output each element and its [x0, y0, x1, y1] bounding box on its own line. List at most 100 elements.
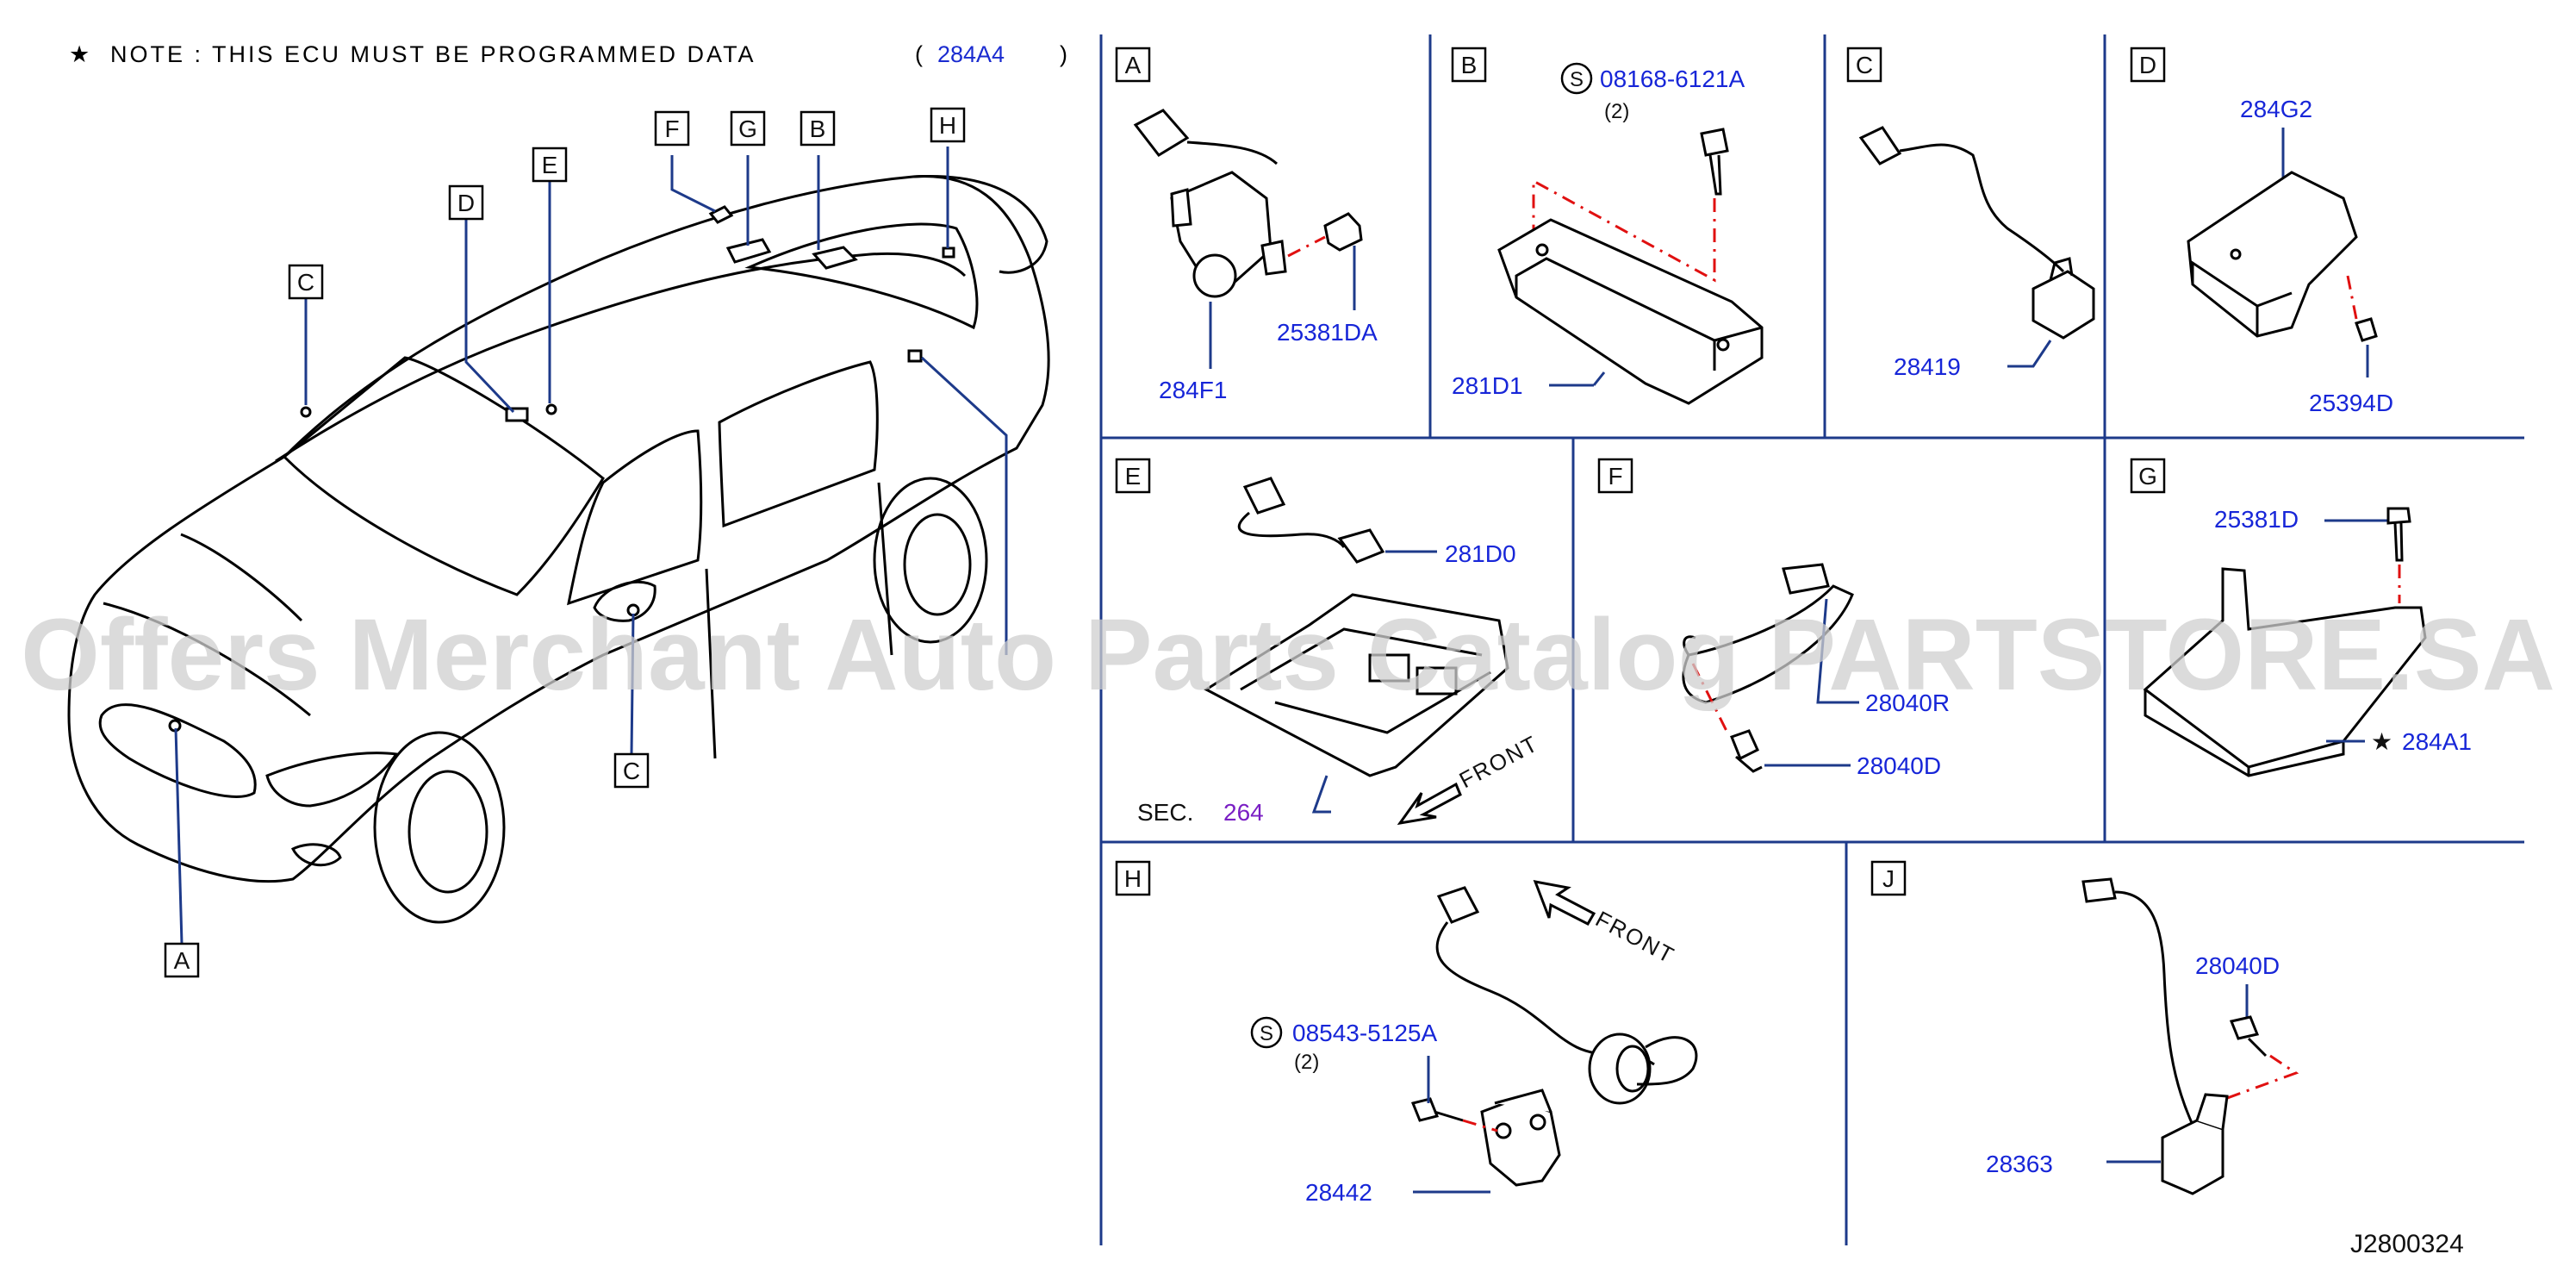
camera-a-harness [1186, 140, 1279, 165]
car-door-line [705, 482, 893, 759]
car-fog-light [290, 843, 342, 867]
car-roof-line [275, 252, 967, 463]
part-28040d-j[interactable]: 28040D [2195, 952, 2280, 979]
panel-b-label-box [1451, 47, 1487, 83]
car-mirror [593, 580, 656, 622]
camera-a-body [1170, 171, 1272, 286]
panel-f-label-box [1597, 458, 1633, 494]
watermark: Offers Merchant Auto Parts Catalog PARTS… [21, 598, 2555, 712]
panel-a: A 284F1 25381DA [1115, 47, 1378, 403]
panel-h: H S 08543-5125A (2) 28442 FRONT [1115, 860, 1698, 1206]
car-rear-window [744, 222, 979, 330]
sec-264-link[interactable]: 264 [1223, 799, 1264, 826]
sec-label: SEC. [1137, 799, 1193, 826]
sensor-j-plug [2081, 877, 2117, 903]
note-text: NOTE : THIS ECU MUST BE PROGRAMMED DATA [110, 41, 756, 67]
camera-a-plug [1133, 109, 1190, 157]
panel-grid [1099, 34, 2524, 1245]
callout-h[interactable]: H [939, 112, 956, 139]
car-windshield [282, 356, 605, 596]
callout-c-bottom[interactable]: C [623, 758, 640, 784]
sensor-pillar [300, 406, 312, 418]
callout-d[interactable]: D [457, 190, 475, 216]
front-arrow-h [1533, 880, 1596, 926]
s-mark-b-circle [1560, 62, 1593, 95]
car-side-window-rear [718, 360, 879, 528]
bracket-28040r [1682, 584, 1854, 704]
bolt-25381da [1323, 212, 1363, 252]
car-rear-wheel [873, 477, 988, 644]
part-284f1[interactable]: 284F1 [1159, 377, 1227, 403]
callout-c-top[interactable]: C [297, 269, 314, 296]
car-headlight [265, 752, 399, 808]
part-284a1[interactable]: 284A1 [2402, 728, 2472, 755]
panel-g-label: G [2138, 463, 2157, 490]
part-25394d[interactable]: 25394D [2309, 390, 2393, 416]
callout-a[interactable]: A [174, 947, 190, 974]
part-281d1[interactable]: 281D1 [1452, 372, 1523, 399]
panel-f-label: F [1608, 463, 1622, 490]
part-08543-5125a[interactable]: 08543-5125A [1292, 1020, 1437, 1046]
car-grille [98, 703, 257, 798]
part-28040d-f[interactable]: 28040D [1857, 752, 1941, 779]
note-close-paren: ) [1060, 41, 1070, 67]
sensor-c-plug [1858, 126, 1902, 165]
note-part-number[interactable]: 284A4 [937, 41, 1005, 67]
plug-f [1782, 563, 1830, 595]
panel-d-label-box [2130, 47, 2166, 83]
panel-j: J 28040D 28363 [1870, 860, 2299, 1195]
bolt-08543 [1410, 1097, 1464, 1122]
callout-box-g [730, 110, 766, 147]
sensor-roof-b [812, 246, 858, 270]
car-callouts: A B C C D E F G H [164, 107, 966, 978]
callout-box-b [800, 110, 836, 147]
s-mark-b: S [1570, 68, 1584, 91]
panel-c-label-box [1846, 47, 1882, 83]
panel-d-label: D [2139, 52, 2156, 78]
sensor-c-harness [1899, 143, 2065, 273]
note-star: ★ [69, 41, 92, 67]
sensor-rear-j [907, 349, 923, 363]
panel-b: B S 08168-6121A (2) 281D1 [1451, 47, 1764, 405]
panel-j-label: J [1882, 865, 1895, 892]
sensor-roof-f [708, 205, 734, 224]
car-body-outline [67, 175, 1050, 883]
bolt-25381d [2386, 507, 2411, 562]
mic-281d0 [1337, 528, 1385, 564]
camera-a-bracket [1170, 188, 1287, 276]
callout-g[interactable]: G [738, 115, 757, 142]
panel-d: D 284G2 25394D [2130, 47, 2393, 416]
car-illustration [67, 174, 1050, 924]
part-25381da[interactable]: 25381DA [1277, 319, 1378, 346]
callout-f[interactable]: F [664, 115, 679, 142]
part-28419[interactable]: 28419 [1894, 353, 1961, 380]
callout-b[interactable]: B [810, 115, 826, 142]
callout-box-c-bottom [613, 752, 650, 789]
camera-28442 [1480, 1097, 1561, 1187]
camera-h-plug [1436, 886, 1480, 924]
part-281d0[interactable]: 281D0 [1445, 540, 1516, 567]
s-mark-h: S [1260, 1022, 1273, 1045]
module-281d1 [1497, 218, 1764, 405]
car-trunk-spoiler [912, 174, 1048, 274]
bolt-28040d-j [2229, 1015, 2268, 1058]
ecu-note: ★ NOTE : THIS ECU MUST BE PROGRAMMED DAT… [69, 41, 1070, 67]
sensor-28363 [2161, 1119, 2224, 1195]
part-28040r[interactable]: 28040R [1865, 689, 1950, 716]
callout-e[interactable]: E [542, 152, 558, 178]
part-284g2[interactable]: 284G2 [2240, 96, 2312, 122]
part-28363[interactable]: 28363 [1986, 1151, 2053, 1177]
bolt-qty-b: (2) [1604, 100, 1629, 123]
panel-g-label-box [2130, 458, 2166, 494]
panel-a-label-box [1115, 47, 1151, 83]
part-25381d[interactable]: 25381D [2214, 506, 2299, 533]
panel-a-label: A [1125, 52, 1142, 78]
bolt-08168 [1700, 128, 1729, 196]
tray-284a1 [2143, 567, 2427, 769]
panel-e-label-box [1115, 458, 1151, 494]
car-callout-lines [174, 147, 1008, 945]
part-28442[interactable]: 28442 [1305, 1179, 1372, 1206]
part-08168-6121a[interactable]: 08168-6121A [1600, 66, 1745, 92]
front-label-e: FRONT [1455, 730, 1543, 793]
